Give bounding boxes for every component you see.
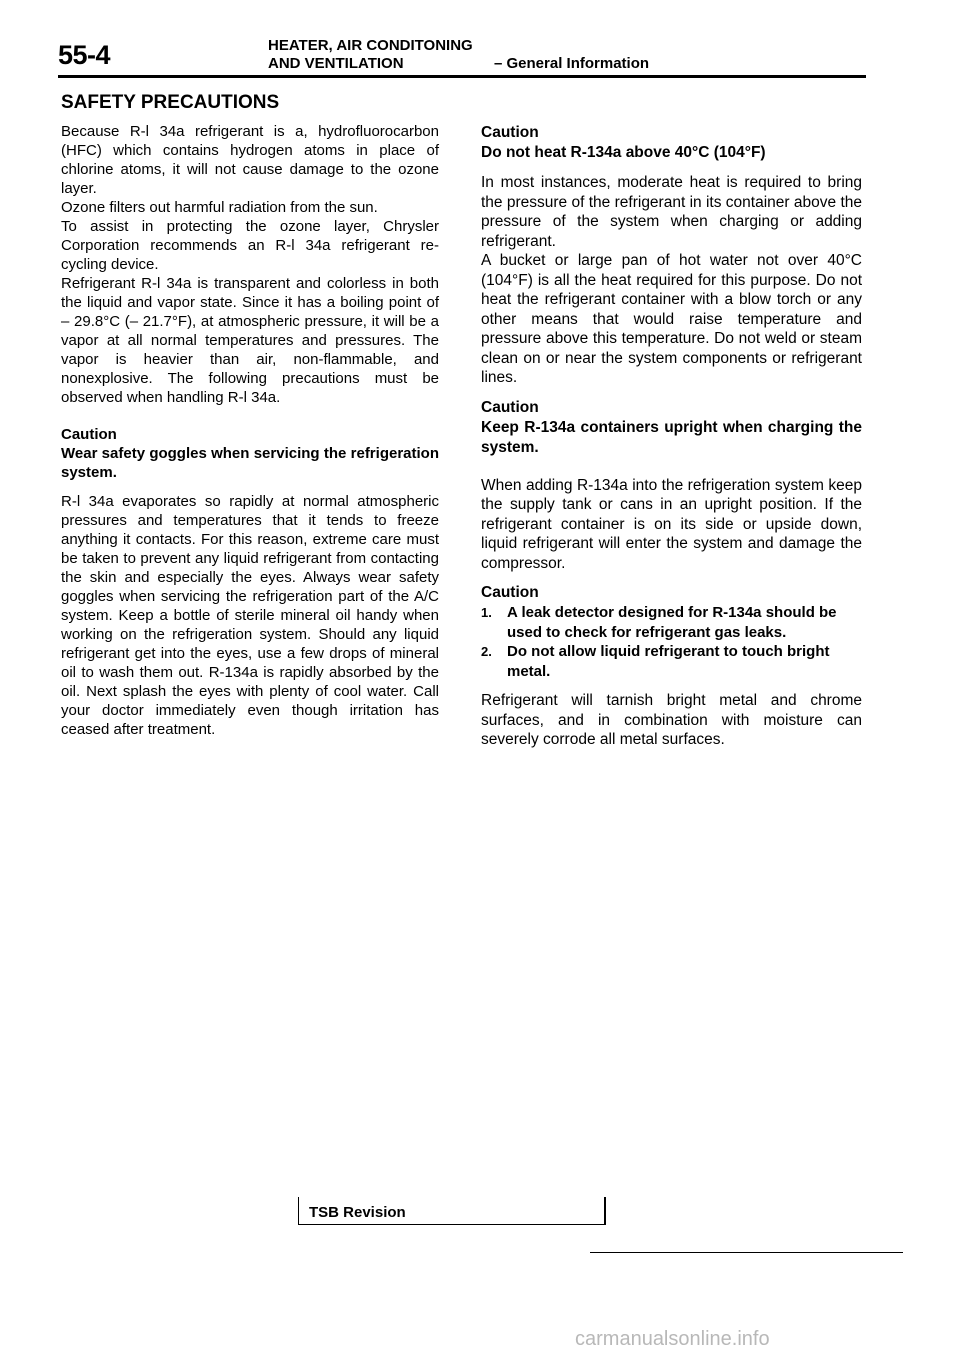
caution-text: Keep R-134a containers upright when char…: [481, 418, 862, 456]
right-column: Caution Do not heat R-134a above 40°C (1…: [481, 123, 862, 750]
header-title-line2: AND VENTILATION: [268, 55, 404, 72]
footer-rule: [590, 1252, 903, 1253]
tsb-revision-box: TSB Revision: [298, 1197, 606, 1225]
list-item-text: Do not allow liquid refrigerant to touch…: [507, 643, 830, 680]
list-item: 2. Do not allow liquid refrigerant to to…: [481, 642, 862, 681]
paragraph: A bucket or large pan of hot water not o…: [481, 252, 862, 386]
caution-label: Caution: [481, 398, 539, 416]
page-number: 55-4: [58, 40, 111, 70]
paragraph: Refrigerant will tarnish bright metal an…: [481, 692, 862, 748]
watermark: carmanualsonline.info: [575, 1328, 770, 1350]
caution-label: Caution: [481, 584, 539, 601]
header-section: – General Information: [494, 55, 650, 72]
caution-label: Caution: [481, 124, 539, 141]
tsb-revision-label: TSB Revision: [309, 1204, 406, 1221]
paragraph: In most instances, moderate heat is requ…: [481, 174, 862, 250]
caution-text: Do not heat R-134a above 40°C (104°F): [481, 144, 766, 161]
paragraph: To assist in protecting the ozone layer,…: [61, 218, 439, 273]
list-item-number: 2.: [481, 644, 492, 659]
paragraph: Because R-l 34a refrigerant is a, hydrof…: [61, 123, 439, 197]
header-rule: [58, 75, 866, 78]
left-column: SAFETY PRECAUTIONS Because R-l 34a refri…: [61, 92, 439, 739]
paragraph: Ozone filters out harmful radiation from…: [61, 199, 378, 216]
caution-text: Wear safety goggles when servicing the r…: [61, 445, 439, 481]
paragraph: Refrigerant R-l 34a is transparent and c…: [61, 275, 439, 406]
paragraph: R-l 34a evaporates so rapidly at normal …: [61, 493, 439, 738]
paragraph: When adding R-134a into the refrigeratio…: [481, 476, 862, 572]
caution-label: Caution: [61, 426, 117, 443]
header-title-line1: HEATER, AIR CONDITONING: [268, 37, 473, 54]
list-item: 1. A leak detector designed for R-134a s…: [481, 603, 862, 642]
list-item-text: A leak detector designed for R-134a shou…: [507, 604, 837, 641]
caution-list: 1. A leak detector designed for R-134a s…: [481, 603, 862, 681]
list-item-number: 1.: [481, 605, 492, 620]
section-heading: SAFETY PRECAUTIONS: [61, 92, 280, 113]
